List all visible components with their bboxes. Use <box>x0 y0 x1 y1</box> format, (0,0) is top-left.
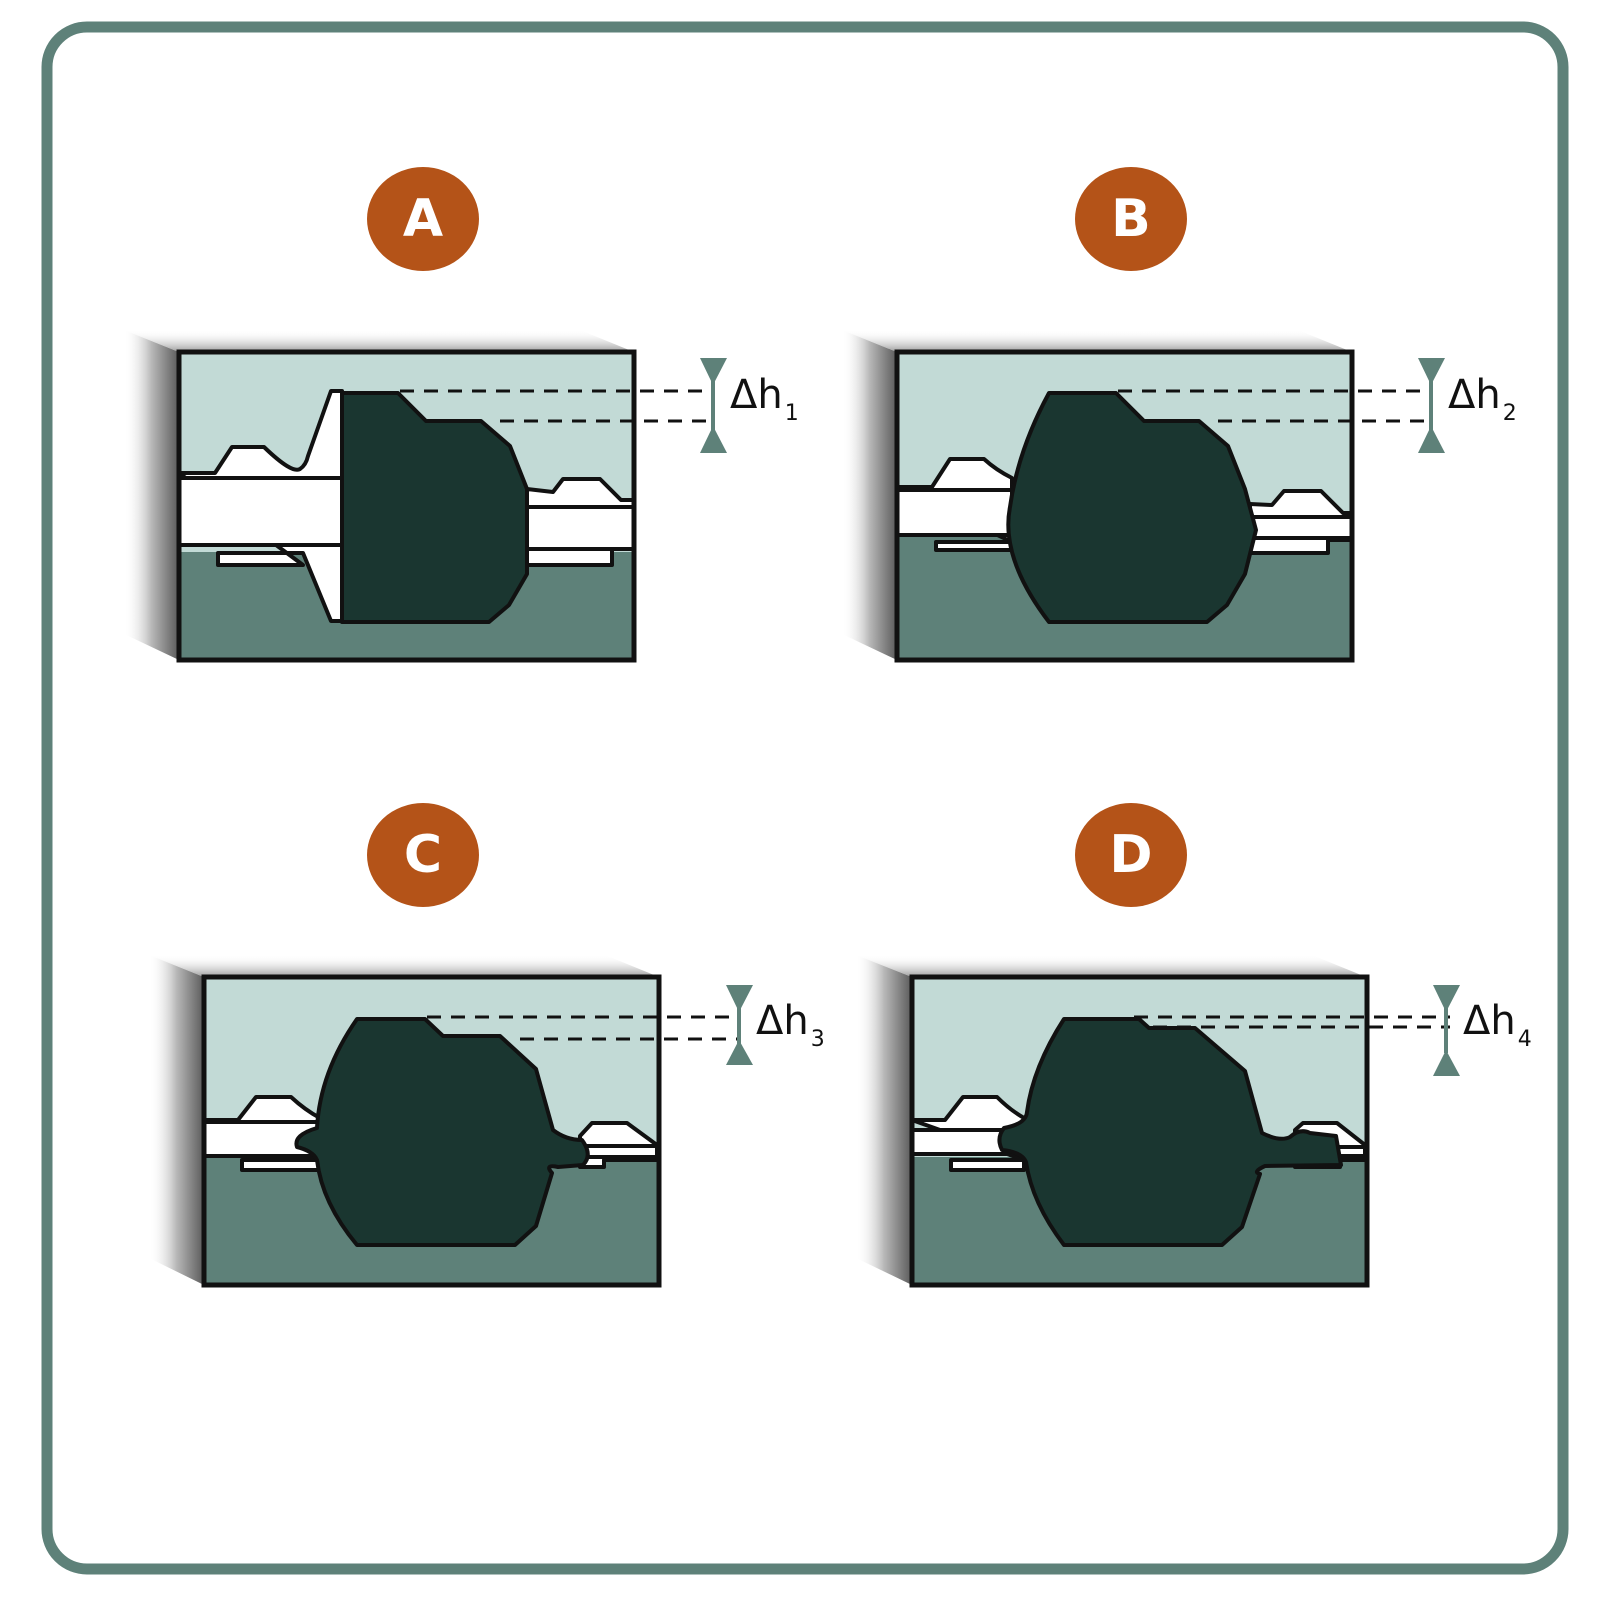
panel-d-delta-symbol: Δh <box>1463 998 1516 1044</box>
panel-a-delta-symbol: Δh <box>730 372 783 418</box>
panel-a-delta-marker-icon <box>700 358 727 453</box>
panel-a-top-shadow <box>124 330 634 352</box>
panel-c-delta-label: Δh3 <box>756 1001 825 1051</box>
panel-a-badge: A <box>367 167 479 271</box>
panel-d-delta-label: Δh4 <box>1463 1001 1532 1051</box>
panel-a-left-shadow <box>124 330 179 660</box>
panel-a-delta-index: 1 <box>784 401 799 426</box>
panel-c <box>149 955 753 1288</box>
panel-a-left-channel <box>177 476 345 547</box>
panel-b-delta-symbol: Δh <box>1448 372 1501 418</box>
panel-d-frame <box>909 974 1370 1288</box>
panel-b-nugget-body <box>1006 391 1258 624</box>
panel-b-top-shadow <box>842 330 1352 352</box>
panel-b-left-channel <box>895 488 1014 537</box>
panel-b-letter: B <box>1111 189 1151 249</box>
panel-a-nugget-body <box>340 391 529 624</box>
panel-b <box>842 330 1445 663</box>
panel-c-delta-symbol: Δh <box>756 998 809 1044</box>
panel-b-delta-marker-icon <box>1418 358 1445 453</box>
panel-c-right-channel <box>578 1144 659 1159</box>
panel-c-delta-index: 3 <box>810 1027 825 1052</box>
panel-d-delta-index: 4 <box>1517 1027 1532 1052</box>
panel-d <box>856 955 1460 1288</box>
panel-c-letter: C <box>403 825 443 885</box>
panel-a-frame <box>176 349 637 663</box>
panel-a-right-channel <box>525 505 636 551</box>
panel-d-top-shadow <box>856 955 1366 977</box>
panel-d-badge: D <box>1075 803 1187 907</box>
panel-c-frame <box>201 974 662 1288</box>
panel-b-badge: B <box>1075 167 1187 271</box>
panel-d-nugget-body <box>997 1017 1343 1247</box>
panel-a-letter: A <box>402 189 444 249</box>
panel-c-badge: C <box>367 803 479 907</box>
panel-a-delta-label: Δh1 <box>730 375 799 425</box>
panel-b-delta-label: Δh2 <box>1448 375 1517 425</box>
panel-b-delta-index: 2 <box>1502 401 1517 426</box>
panel-d-delta-marker-icon <box>1433 985 1460 1076</box>
panel-c-left-shadow <box>149 955 204 1285</box>
panel-b-left-shadow <box>842 330 897 660</box>
panel-b-frame <box>894 349 1355 663</box>
panel-b-right-channel <box>1248 515 1354 540</box>
panel-c-nugget-body <box>294 1017 590 1247</box>
outer-frame-border <box>41 21 1569 1575</box>
panel-d-letter: D <box>1109 825 1153 885</box>
panel-a <box>124 330 727 663</box>
panel-d-left-shadow <box>856 955 912 1285</box>
panel-c-delta-marker-icon <box>726 985 753 1065</box>
panel-c-top-shadow <box>149 955 659 977</box>
